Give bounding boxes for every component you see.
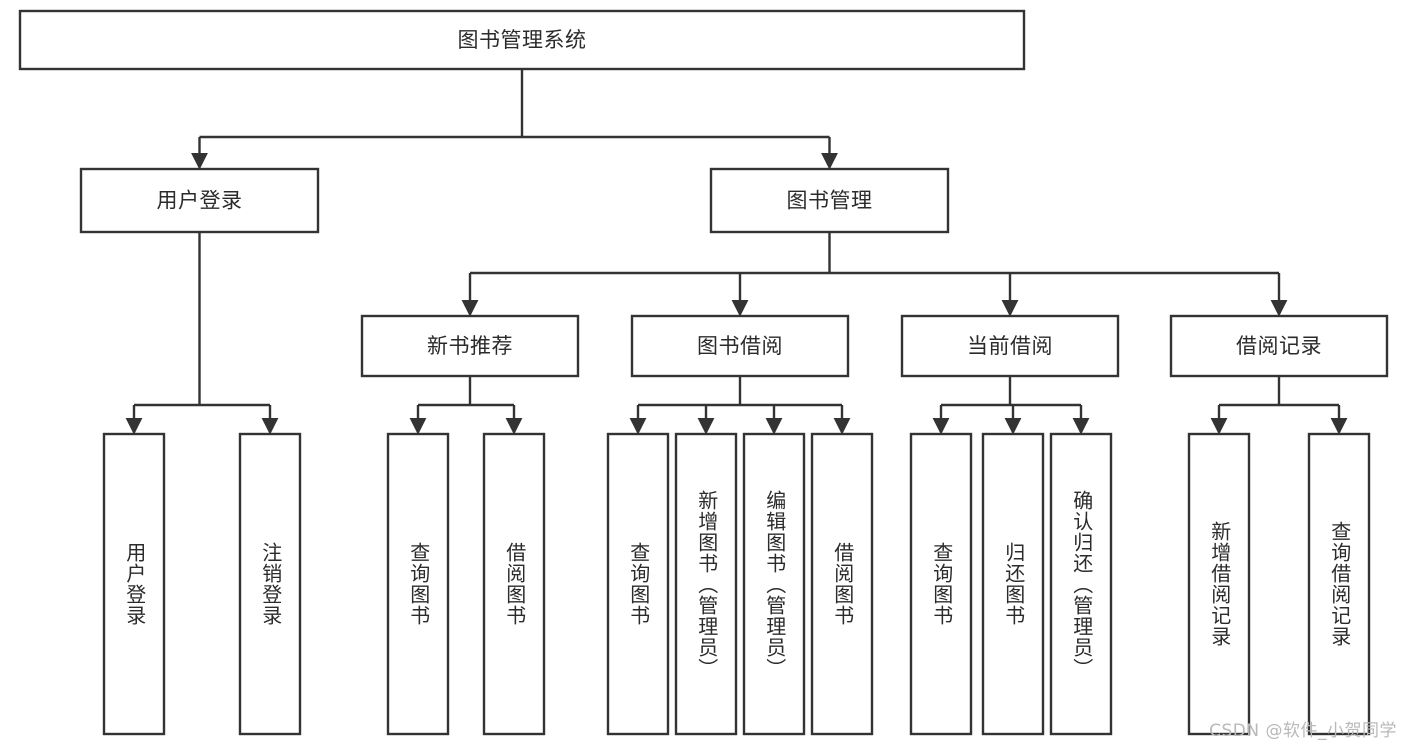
leaf-box-leaf-user-logout[interactable]	[238, 432, 302, 736]
node-book-borrow[interactable]	[630, 314, 850, 378]
leaf-box-leaf-add-book[interactable]	[674, 432, 738, 736]
leaf-box-leaf-borrow-book-2[interactable]	[810, 432, 874, 736]
node-book-manage[interactable]	[709, 167, 950, 234]
node-user-login[interactable]	[79, 167, 320, 234]
leaf-box-leaf-user-login[interactable]	[102, 432, 166, 736]
leaf-box-leaf-query-book-2[interactable]	[606, 432, 670, 736]
node-box-layer	[18, 9, 1389, 736]
leaf-box-leaf-add-record[interactable]	[1187, 432, 1251, 736]
leaf-box-leaf-query-book-1[interactable]	[386, 432, 450, 736]
node-label-book-manage: 图书管理	[787, 189, 873, 213]
node-label-root: 图书管理系统	[458, 28, 587, 52]
node-label-borrow-record: 借阅记录	[1236, 334, 1322, 358]
node-label-current-borrow: 当前借阅	[967, 334, 1053, 358]
connector-layer	[125, 69, 1348, 435]
node-label-new-book-recommend: 新书推荐	[427, 334, 513, 358]
leaf-box-leaf-return-book[interactable]	[981, 432, 1045, 736]
leaf-box-leaf-query-book-3[interactable]	[909, 432, 973, 736]
node-label-user-login: 用户登录	[157, 189, 243, 213]
leaf-box-leaf-confirm-return[interactable]	[1049, 432, 1113, 736]
leaf-box-leaf-edit-book[interactable]	[742, 432, 806, 736]
node-current-borrow[interactable]	[900, 314, 1120, 378]
node-borrow-record[interactable]	[1169, 314, 1389, 378]
leaf-box-leaf-query-record[interactable]	[1307, 432, 1371, 736]
csdn-watermark: CSDN @软件_小贺同学	[1209, 721, 1397, 741]
node-new-book-recommend[interactable]	[360, 314, 580, 378]
node-root-root[interactable]	[18, 9, 1026, 71]
leaf-box-leaf-borrow-book-1[interactable]	[482, 432, 546, 736]
node-label-book-borrow: 图书借阅	[697, 334, 783, 358]
